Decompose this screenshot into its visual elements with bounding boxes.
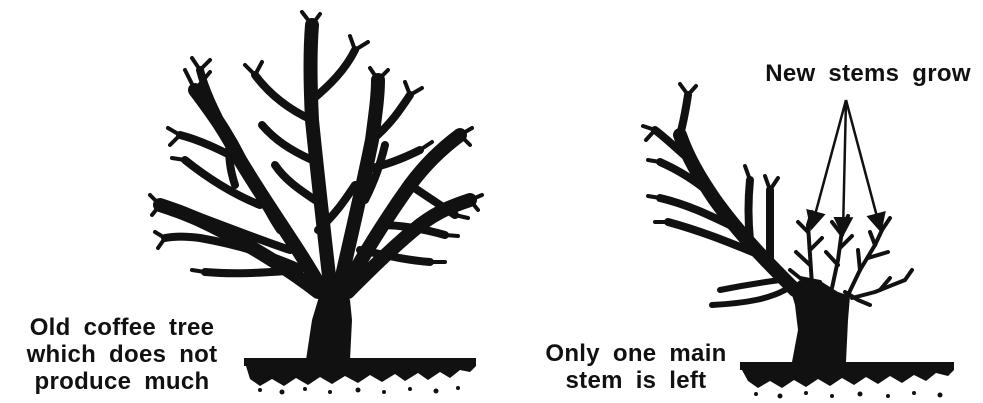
old-tree-ground xyxy=(244,358,476,395)
pruned-tree-caption: Only one main stem is left xyxy=(536,340,736,394)
pruned-tree-ground xyxy=(740,362,954,399)
arrow-to-right-shoot xyxy=(846,100,880,228)
callout-arrows xyxy=(812,100,880,232)
arrow-to-center-shoot xyxy=(843,100,846,232)
old-tree-caption-line-2: which does not xyxy=(4,341,240,368)
remaining-main-stem xyxy=(643,84,795,305)
new-stems-callout: New stems grow xyxy=(754,60,982,87)
old-tree-caption: Old coffee tree which does not produce m… xyxy=(4,314,240,395)
old-tree-caption-line-1: Old coffee tree xyxy=(4,314,240,341)
pruned-tree-caption-line-1: Only one main xyxy=(536,340,736,367)
pruned-tree-caption-line-2: stem is left xyxy=(536,367,736,394)
old-tree-caption-line-3: produce much xyxy=(4,368,240,395)
arrow-to-left-shoot xyxy=(812,100,846,226)
